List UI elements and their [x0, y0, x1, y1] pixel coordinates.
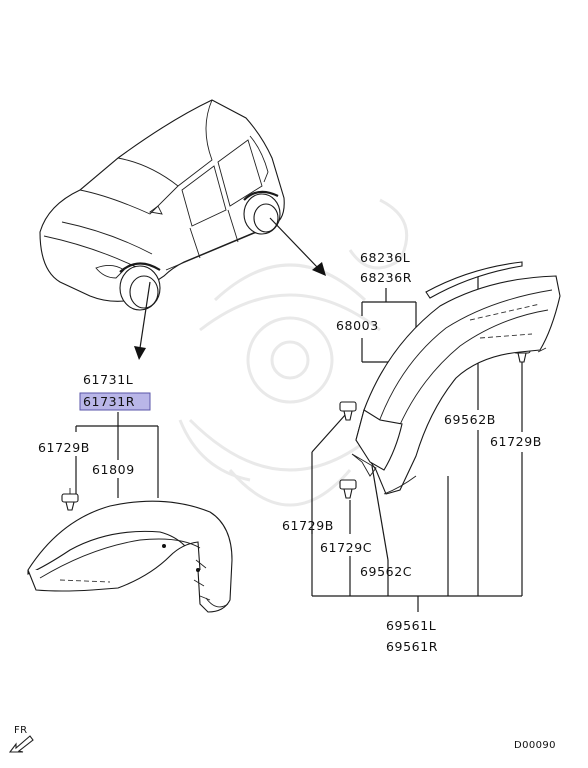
- label-69562B: 69562B: [444, 412, 496, 427]
- label-69561R: 69561R: [386, 639, 438, 654]
- label-69561L: 69561L: [386, 618, 436, 633]
- right-callout-leaders: [311, 274, 523, 612]
- car-illustration: [39, 99, 285, 311]
- front-arrow-icon: [8, 735, 34, 753]
- label-61729B-mid: 61729B: [282, 518, 334, 533]
- front-marker-label: FR: [14, 725, 28, 736]
- label-68003: 68003: [336, 318, 379, 333]
- label-61729C: 61729C: [320, 540, 372, 555]
- left-callout-labels: 61731L 61731R 61729B 61809: [38, 372, 151, 477]
- left-callout-leaders: [75, 412, 159, 498]
- highlight-box-61731R: [79, 392, 151, 411]
- label-68236L: 68236L: [360, 250, 410, 265]
- fender-liner-left: [27, 500, 233, 613]
- label-61729B-left: 61729B: [38, 440, 90, 455]
- label-61731R[interactable]: 61731R: [83, 394, 135, 409]
- clip-61729C: [339, 479, 357, 499]
- diagram-code: D00090: [514, 740, 556, 751]
- label-61731L: 61731L: [83, 372, 133, 387]
- clip-61729B-mid: [339, 401, 357, 421]
- label-68236R: 68236R: [360, 270, 412, 285]
- label-69562C: 69562C: [360, 564, 412, 579]
- right-callout-labels: 68236L 68236R 68003 69562B 61729B 61729B…: [282, 250, 542, 654]
- pointer-arrows: [134, 217, 326, 360]
- fender-liner-right: [351, 261, 561, 495]
- label-61809: 61809: [92, 462, 135, 477]
- label-61729B-right: 61729B: [490, 434, 542, 449]
- clip-61729B-left: [61, 488, 79, 511]
- front-direction-marker: FR: [8, 725, 34, 753]
